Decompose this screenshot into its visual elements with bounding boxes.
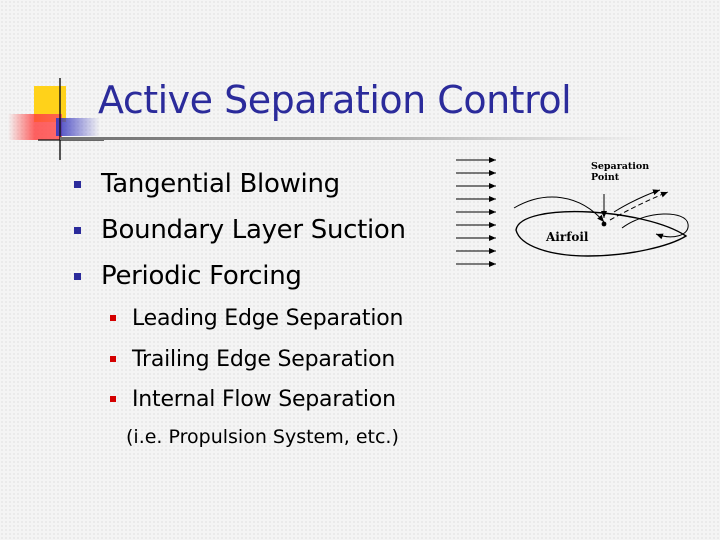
bullet-marker bbox=[74, 180, 81, 188]
slide-title: Active Separation Control bbox=[98, 78, 572, 122]
sub-bullet-marker bbox=[110, 396, 116, 402]
bullet-text: Boundary Layer Suction bbox=[101, 215, 406, 245]
airfoil-outline bbox=[515, 210, 688, 257]
bullet-item: Tangential Blowing bbox=[74, 167, 340, 201]
separated-shear-layer-arrow bbox=[609, 191, 669, 221]
sub-bullet-item: Leading Edge Separation bbox=[110, 303, 403, 333]
recirculation-arrow bbox=[621, 213, 689, 240]
freestream-arrows bbox=[456, 157, 496, 267]
title-underline bbox=[60, 137, 650, 140]
sub-bullet-text: Leading Edge Separation bbox=[132, 305, 404, 331]
bullet-marker bbox=[74, 226, 81, 234]
sub-bullet-item: Trailing Edge Separation bbox=[110, 344, 395, 374]
sub-bullet-marker bbox=[110, 356, 116, 362]
sub-bullet-text: Trailing Edge Separation bbox=[132, 346, 396, 372]
airfoil-label: Airfoil bbox=[545, 230, 589, 244]
bullet-text: Periodic Forcing bbox=[101, 261, 302, 291]
airfoil-diagram: Separation Point Airfoil bbox=[450, 150, 702, 285]
upper-separated-flow-arrow bbox=[613, 189, 661, 213]
bullet-item: Boundary Layer Suction bbox=[74, 213, 406, 247]
sub-bullet-marker bbox=[110, 315, 116, 321]
bullet-item: Periodic Forcing bbox=[74, 259, 302, 293]
incoming-flow-arrow bbox=[513, 196, 605, 223]
separation-label: Separation bbox=[591, 161, 649, 172]
sub-bullet-item: Internal Flow Separation bbox=[110, 384, 396, 414]
bullet-text: Tangential Blowing bbox=[101, 169, 340, 199]
decorative-logo bbox=[8, 74, 108, 164]
note-text: (i.e. Propulsion System, etc.) bbox=[126, 426, 399, 448]
point-label: Point bbox=[591, 172, 620, 183]
bullet-marker bbox=[74, 272, 81, 280]
separation-point-marker bbox=[601, 221, 607, 227]
sub-bullet-text: Internal Flow Separation bbox=[132, 386, 396, 412]
